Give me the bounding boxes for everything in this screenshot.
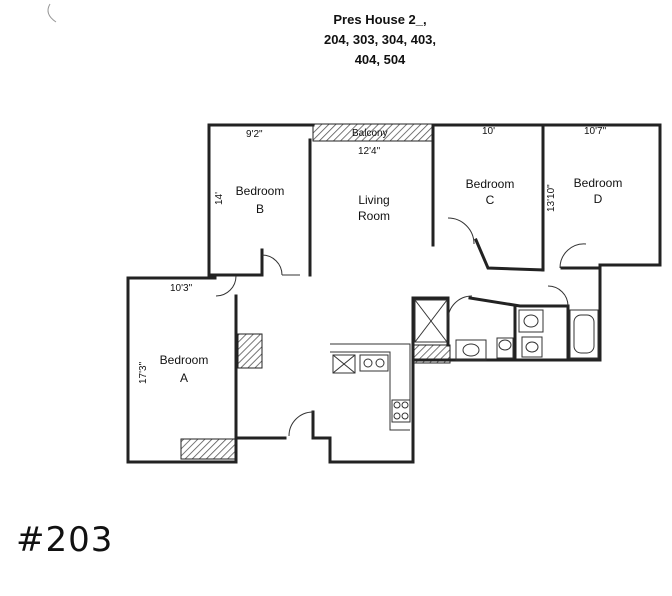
room-bedroom-c-label: Bedroom [466, 177, 515, 191]
room-bedroom-c-letter: C [486, 193, 495, 207]
room-bedroom-a-label: Bedroom [160, 353, 209, 367]
room-bedroom-d-label: Bedroom [574, 176, 623, 190]
title-line-2: 204, 303, 304, 403, [323, 32, 437, 47]
door-arcs [215, 217, 587, 437]
title-line-1: Pres House 2_, [333, 12, 427, 27]
balcony-label: Balcony [352, 128, 388, 139]
walls [126, 123, 662, 464]
scan-mark [47, 3, 57, 23]
bathroom-fixtures [414, 299, 599, 361]
document-title: Pres House 2_, 204, 303, 304, 403, 404, … [280, 10, 480, 70]
room-bedroom-b-label: Bedroom [236, 184, 285, 198]
room-living-label: Living [358, 193, 389, 207]
dim-bedroom-a-depth: 17'3" [138, 361, 149, 384]
title-line-3: 404, 504 [354, 52, 406, 67]
room-living-label-2: Room [358, 209, 390, 223]
dim-living-width: 12'4" [358, 146, 381, 157]
dim-bedroom-d-width: 10'7" [584, 126, 607, 137]
kitchen-counter [330, 343, 411, 431]
dim-bedroom-c-width: 10' [482, 126, 495, 137]
dim-bedroom-b-depth: 14' [214, 192, 225, 205]
dim-bedroom-a-width: 10'3" [170, 283, 193, 294]
room-bedroom-d-letter: D [594, 192, 603, 206]
dim-bedroom-b-width: 9'2" [246, 129, 263, 140]
dim-bedroom-c-depth: 13'10" [546, 184, 557, 212]
closet-a-bottom-hatch [180, 438, 236, 460]
room-bedroom-b-letter: B [256, 202, 264, 216]
closet-a-hatch [237, 333, 263, 369]
unit-number-handwritten: #203 [16, 520, 114, 560]
room-bedroom-a-letter: A [180, 371, 188, 385]
